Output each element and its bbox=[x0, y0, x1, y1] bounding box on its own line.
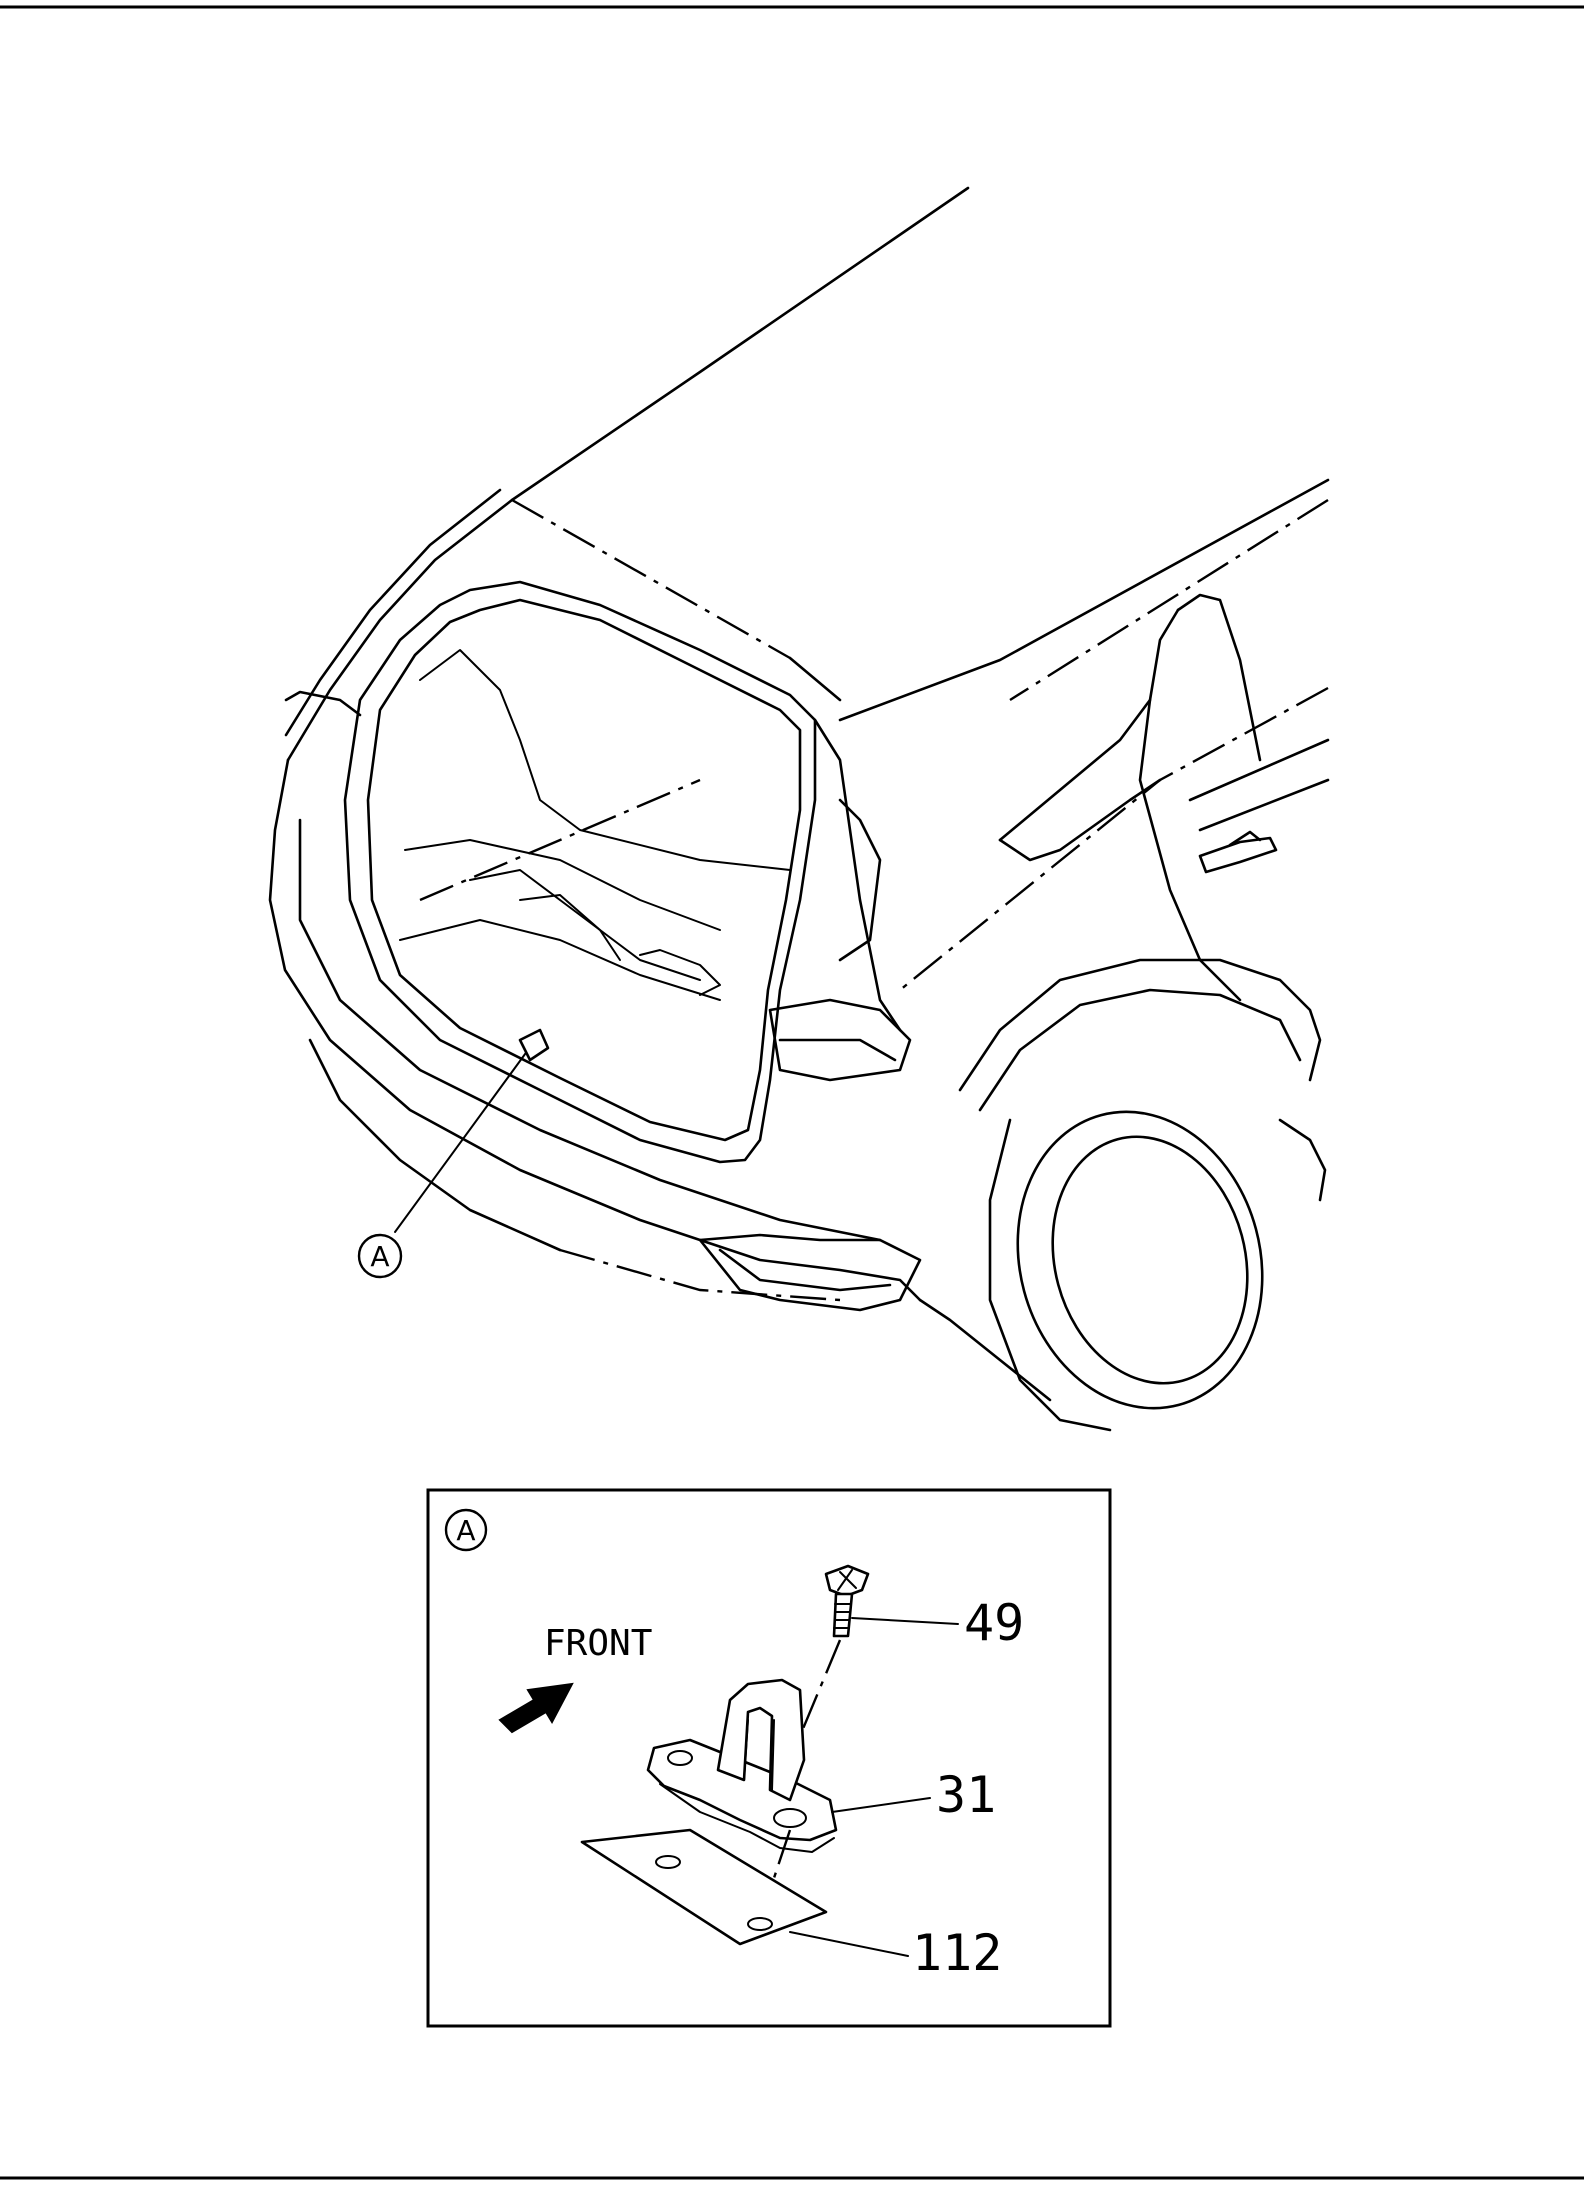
detail-callout-a: A bbox=[444, 1508, 488, 1552]
hook-part bbox=[646, 1678, 838, 1853]
front-label: FRONT bbox=[544, 1623, 652, 1664]
part-number-49: 49 bbox=[964, 1594, 1024, 1652]
front-arrow-icon bbox=[498, 1682, 574, 1734]
screw-part bbox=[824, 1564, 870, 1638]
callout-a: A bbox=[357, 1233, 403, 1279]
callout-a-letter: A bbox=[370, 1240, 389, 1273]
detail-a-panel: A FRONT bbox=[426, 1488, 1112, 2028]
part-number-112: 112 bbox=[912, 1924, 1002, 1982]
plate-part bbox=[580, 1828, 828, 1946]
part-number-31: 31 bbox=[936, 1766, 996, 1824]
detail-callout-a-letter: A bbox=[456, 1514, 475, 1547]
vehicle-illustration bbox=[268, 186, 1330, 1432]
